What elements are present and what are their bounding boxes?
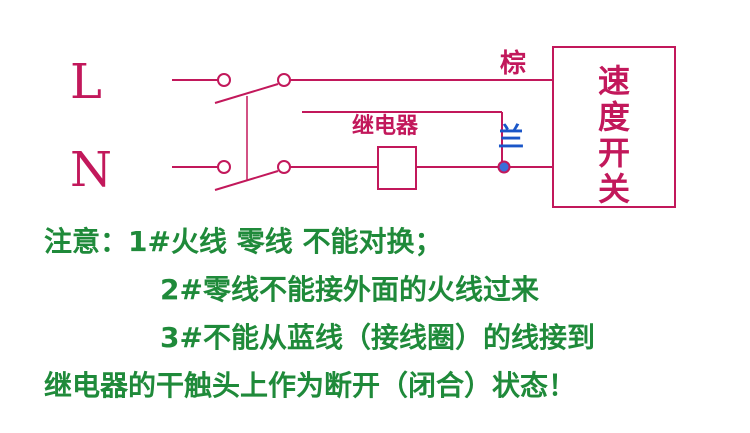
blue-wire-label: 兰	[498, 123, 524, 153]
line-terminal-label: L	[70, 54, 102, 110]
svg-text:开: 开	[598, 134, 630, 172]
switch-contact-n1	[217, 160, 231, 174]
neutral-terminal-label: N	[70, 142, 112, 198]
wiring-diagram: L N 棕 兰 继电器 速 度 开 关	[70, 46, 676, 208]
svg-text:度: 度	[598, 98, 630, 136]
relay-label: 继电器	[352, 113, 419, 139]
note-line-1: 注意：1#火线 零线 不能对换；	[44, 225, 443, 258]
note-line-4: 继电器的干触头上作为断开（闭合）状态！	[44, 369, 577, 402]
note-line-2: 2#零线不能接外面的火线过来	[160, 273, 539, 306]
svg-text:关: 关	[598, 170, 630, 208]
speed-switch-label: 速 度 开 关	[598, 62, 630, 208]
relay-coil	[377, 146, 417, 190]
speed-switch-box	[552, 46, 676, 208]
blue-wire-junction-dot	[497, 160, 511, 174]
switch-contact-n2	[277, 160, 291, 174]
switch-contact-l2	[277, 73, 291, 87]
note-line-3: 3#不能从蓝线（接线圈）的线接到	[160, 321, 595, 354]
switch-blade-l	[214, 83, 279, 104]
brown-wire-label: 棕	[500, 48, 526, 79]
switch-contact-l1	[217, 73, 231, 87]
svg-text:速: 速	[598, 62, 630, 100]
